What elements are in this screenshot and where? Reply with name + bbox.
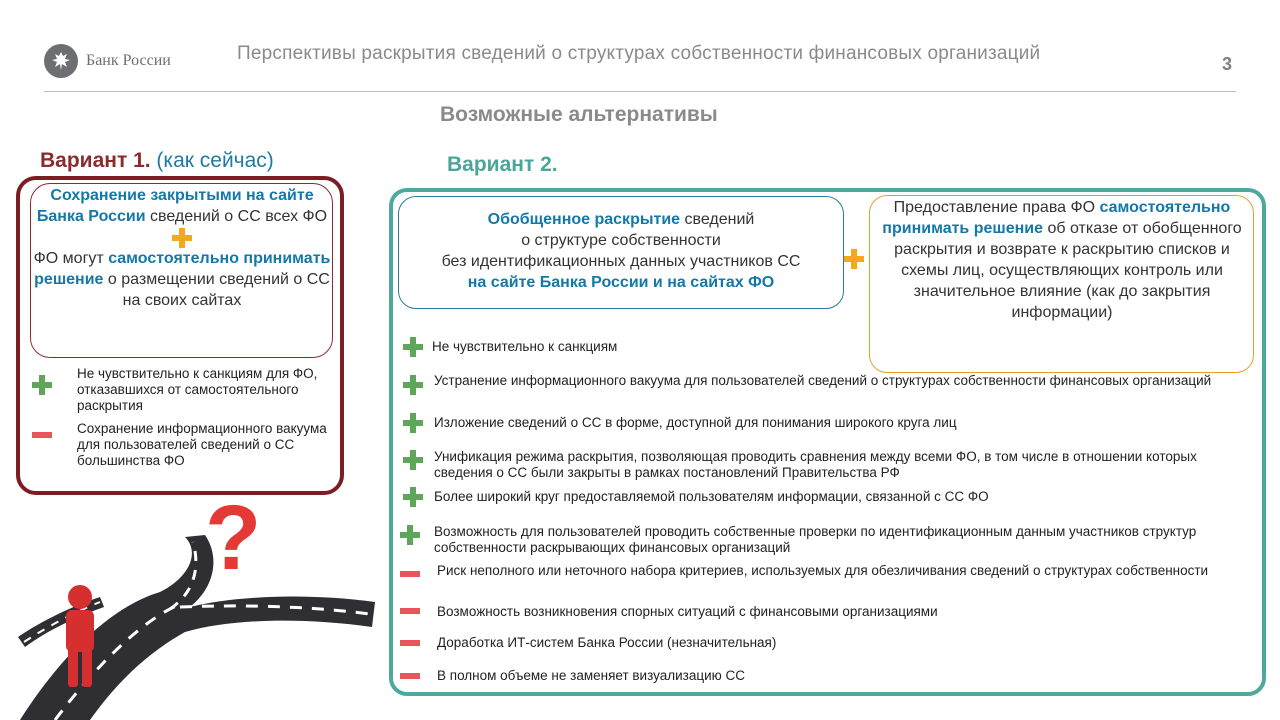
plus-icon (403, 375, 423, 395)
logo-text: Банк России (86, 52, 171, 69)
list-item: Возможность для пользователей проводить … (434, 524, 1234, 556)
variant2-heading: Вариант 2. (447, 153, 558, 176)
variant2-a-line4: на сайте Банка России и на сайтах ФО (467, 274, 775, 291)
variant2-a-line3: без идентификационных данных участников … (441, 253, 801, 270)
variant1-con-text: Сохранение информационного вакуума для п… (77, 421, 327, 468)
slide-title: Перспективы раскрытия сведений о структу… (237, 43, 1041, 64)
header-divider (44, 91, 1236, 92)
eagle-emblem-icon (44, 44, 78, 78)
variant2-pro-text: Изложение сведений о СС в форме, доступн… (434, 415, 957, 430)
variant2-disclosure-text: Обобщенное раскрытие сведений о структур… (400, 209, 842, 293)
plus-icon (403, 487, 423, 507)
variant2-a-line2: о структуре собственности (521, 232, 721, 249)
question-mark-icon: ? (205, 497, 261, 589)
list-item: В полном объеме не заменяет визуализацию… (437, 668, 1217, 684)
variant2-right-text: Предоставление права ФО самостоятельно п… (872, 197, 1252, 323)
variant1-pro-text: Не чувствительно к санкциям для ФО, отка… (77, 366, 318, 413)
variant1-p2-highlight: самостоятельно принимать решение (34, 250, 331, 288)
minus-icon (400, 571, 420, 577)
variant2-con-text: Возможность возникновения спорных ситуац… (437, 604, 938, 619)
slide-subtitle: Возможные альтернативы (440, 103, 718, 126)
variant1-paragraph1: Сохранение закрытыми на сайте Банка Росс… (32, 185, 332, 227)
variant2-pro-text: Возможность для пользователей проводить … (434, 524, 1197, 555)
plus-icon (400, 525, 420, 545)
variant1-frame (16, 176, 344, 495)
variant1-paragraph2: ФО могут самостоятельно принимать решени… (32, 248, 332, 311)
list-item: Не чувствительно к санкциям для ФО, отка… (77, 366, 327, 414)
variant2-a-line1-rest: сведений (680, 211, 755, 228)
variant1-description: Сохранение закрытыми на сайте Банка Росс… (32, 185, 332, 311)
variant1-p1-text: сведений о СС всех ФО (145, 208, 328, 225)
plus-icon (32, 375, 52, 395)
variant1-description-box (30, 183, 333, 358)
variant1-p2-start: ФО могут (33, 250, 109, 267)
list-item: Сохранение информационного вакуума для п… (77, 421, 327, 469)
variant2-pro-text: Более широкий круг предоставляемой польз… (434, 489, 989, 504)
list-item: Более широкий круг предоставляемой польз… (434, 489, 1234, 505)
variant2-frame (389, 188, 1266, 696)
minus-icon (400, 640, 420, 646)
variant2-con-text: Риск неполного или неточного набора крит… (437, 563, 1209, 578)
minus-icon (32, 432, 52, 438)
plus-icon (403, 450, 423, 470)
list-item: Риск неполного или неточного набора крит… (437, 563, 1217, 579)
variant2-b-start: Предоставление права ФО (893, 199, 1100, 216)
variant2-a-highlight: Обобщенное раскрытие (487, 211, 681, 228)
variant2-disclosure-box (398, 196, 844, 309)
variant2-con-text: Доработка ИТ-систем Банка России (незнач… (437, 635, 777, 650)
variant2-pro-text: Унификация режима раскрытия, позволяющая… (434, 449, 1197, 480)
variant2-pro-text: Устранение информационного вакуума для п… (434, 373, 1212, 388)
page-number: 3 (1222, 54, 1233, 74)
crossroads-illustration: ? (18, 497, 375, 720)
plus-icon (403, 413, 423, 433)
list-item: Унификация режима раскрытия, позволяющая… (434, 449, 1234, 481)
variant2-pro-text: Не чувствительно к санкциям (432, 339, 618, 354)
list-item: Возможность возникновения спорных ситуац… (437, 604, 1217, 620)
plus-icon (32, 227, 332, 248)
variant2-a-line1: Обобщенное раскрытие сведений (400, 209, 842, 230)
variant2-right-box (869, 195, 1254, 373)
list-item: Доработка ИТ-систем Банка России (незнач… (437, 635, 1217, 651)
variant2-b-rest: об отказе от обобщенного раскрытия и воз… (894, 220, 1242, 321)
plus-icon (403, 337, 423, 357)
minus-icon (400, 608, 420, 614)
variant1-heading-note: (как сейчас) (156, 149, 274, 172)
plus-icon (844, 249, 864, 269)
person-icon (66, 585, 94, 687)
variant1-p2-rest: о размещении сведений о СС на своих сайт… (103, 271, 330, 309)
list-item: Не чувствительно к санкциям (432, 339, 852, 355)
variant1-p1-highlight: Сохранение закрытыми на сайте Банка Росс… (36, 187, 314, 225)
bank-logo: Банк России (44, 44, 171, 78)
minus-icon (400, 673, 420, 679)
variant1-heading-label: Вариант 1. (40, 149, 151, 172)
variant2-b-highlight: самостоятельно принимать решение (882, 199, 1231, 237)
list-item: Устранение информационного вакуума для п… (434, 373, 1234, 389)
variant1-heading: Вариант 1. (как сейчас) (40, 149, 274, 173)
list-item: Изложение сведений о СС в форме, доступн… (434, 415, 1234, 431)
variant2-con-text: В полном объеме не заменяет визуализацию… (437, 668, 746, 683)
